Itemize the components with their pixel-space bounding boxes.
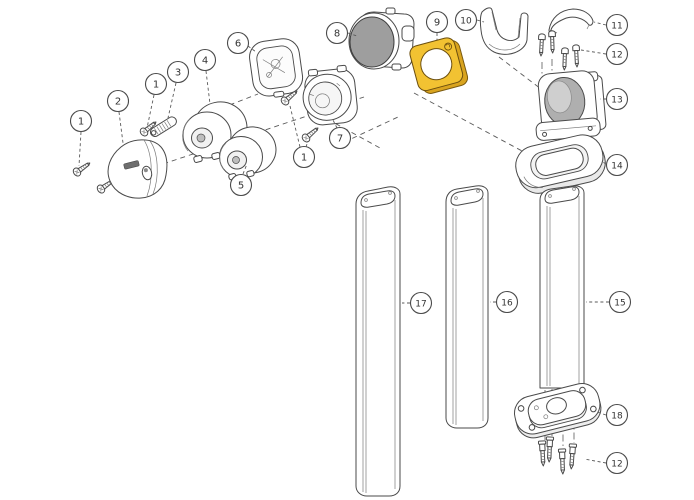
callout-9: 9 xyxy=(425,10,449,34)
callout-11: 11 xyxy=(605,13,629,37)
head-housing xyxy=(535,70,607,141)
svg-text:18: 18 xyxy=(611,411,623,421)
callout-17: 17 xyxy=(409,291,433,315)
pole-section-right xyxy=(539,185,585,389)
callout-1: 1 xyxy=(69,109,93,133)
svg-text:12: 12 xyxy=(611,459,622,469)
callout-5: 5 xyxy=(229,173,253,197)
svg-text:1: 1 xyxy=(153,80,159,91)
callout-16: 16 xyxy=(495,290,519,314)
svg-text:4: 4 xyxy=(202,56,208,67)
anchor-screws xyxy=(537,436,578,475)
svg-text:9: 9 xyxy=(434,18,440,29)
callout-2: 2 xyxy=(106,89,130,113)
callout-14: 14 xyxy=(605,153,629,177)
svg-text:1: 1 xyxy=(301,153,307,164)
svg-text:2: 2 xyxy=(115,97,121,108)
callout-18: 18 xyxy=(605,403,629,427)
side-cover xyxy=(107,139,168,199)
pole-collar xyxy=(515,134,606,194)
svg-text:8: 8 xyxy=(334,29,340,40)
leader-lines xyxy=(78,19,609,464)
svg-text:5: 5 xyxy=(238,181,244,192)
socket-housing xyxy=(302,64,358,126)
svg-text:11: 11 xyxy=(611,21,622,31)
top-cap xyxy=(548,8,594,34)
callout-12b: 12 xyxy=(605,451,629,475)
svg-text:17: 17 xyxy=(415,299,426,309)
callout-13: 13 xyxy=(605,87,629,111)
callout-10: 10 xyxy=(454,8,478,32)
callout-12: 12 xyxy=(605,42,629,66)
callout-1c: 1 xyxy=(292,145,316,169)
cable-hook xyxy=(479,7,529,55)
svg-text:16: 16 xyxy=(501,298,513,308)
clip xyxy=(149,116,177,138)
svg-text:13: 13 xyxy=(611,95,622,105)
screw xyxy=(71,159,93,178)
svg-text:14: 14 xyxy=(611,161,623,171)
cylinder-module xyxy=(348,7,415,71)
svg-text:10: 10 xyxy=(460,16,472,26)
pole-section-left xyxy=(355,186,401,497)
callout-7: 7 xyxy=(328,126,352,150)
svg-text:12: 12 xyxy=(611,50,622,60)
callout-15: 15 xyxy=(608,290,632,314)
svg-text:15: 15 xyxy=(614,298,625,308)
gasket-plate xyxy=(409,37,469,94)
callout-3: 3 xyxy=(166,60,190,84)
callout-1b: 1 xyxy=(144,72,168,96)
callout-4: 4 xyxy=(193,48,217,72)
svg-text:1: 1 xyxy=(78,117,84,128)
brand-label xyxy=(123,160,140,170)
base-plate xyxy=(514,382,602,439)
svg-text:3: 3 xyxy=(175,68,181,79)
svg-text:6: 6 xyxy=(235,39,241,50)
svg-text:7: 7 xyxy=(337,134,343,145)
round-housing-small xyxy=(219,126,277,181)
driver-face xyxy=(349,16,395,68)
screw xyxy=(300,124,322,144)
callout-6: 6 xyxy=(226,31,250,55)
callout-8: 8 xyxy=(325,21,349,45)
back-shell xyxy=(249,38,304,98)
pole-section-middle xyxy=(445,185,489,429)
head-screws xyxy=(537,30,581,71)
